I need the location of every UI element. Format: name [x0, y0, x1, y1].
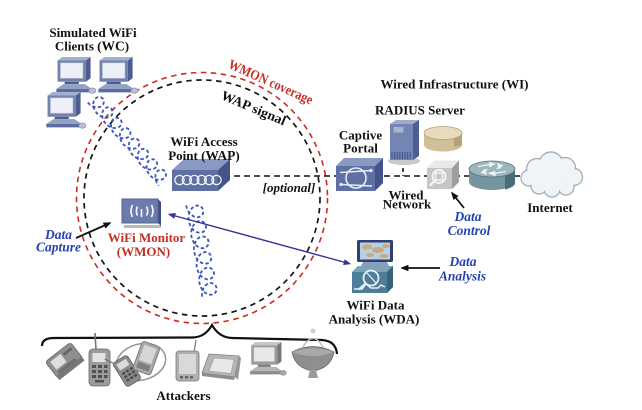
- svg-text:WiFi Data: WiFi Data: [347, 298, 405, 313]
- svg-text:RADIUS Server: RADIUS Server: [375, 103, 465, 118]
- svg-text:Internet: Internet: [527, 200, 573, 215]
- svg-text:Point (WAP): Point (WAP): [168, 148, 240, 163]
- svg-text:Data: Data: [449, 254, 477, 269]
- svg-text:Portal: Portal: [343, 141, 378, 156]
- svg-text:Captive: Captive: [339, 128, 383, 143]
- svg-text:Network: Network: [383, 197, 432, 212]
- svg-text:WiFi Access: WiFi Access: [170, 134, 237, 149]
- svg-text:Simulated WiFi: Simulated WiFi: [49, 25, 137, 40]
- svg-text:Attackers: Attackers: [156, 388, 210, 403]
- svg-text:Control: Control: [448, 223, 491, 238]
- svg-text:Wired: Wired: [389, 188, 425, 203]
- svg-text:[optional]: [optional]: [263, 180, 316, 195]
- svg-text:(WMON): (WMON): [117, 244, 170, 259]
- svg-text:Analysis: Analysis: [438, 269, 486, 284]
- svg-text:Data: Data: [454, 209, 482, 224]
- svg-text:Wired Infrastructure (WI): Wired Infrastructure (WI): [380, 77, 528, 92]
- svg-text:Clients (WC): Clients (WC): [55, 39, 129, 54]
- svg-text:Capture: Capture: [36, 240, 81, 255]
- svg-text:Data: Data: [44, 227, 72, 242]
- svg-text:Analysis (WDA): Analysis (WDA): [329, 312, 420, 327]
- svg-text:WiFi Monitor: WiFi Monitor: [108, 230, 186, 245]
